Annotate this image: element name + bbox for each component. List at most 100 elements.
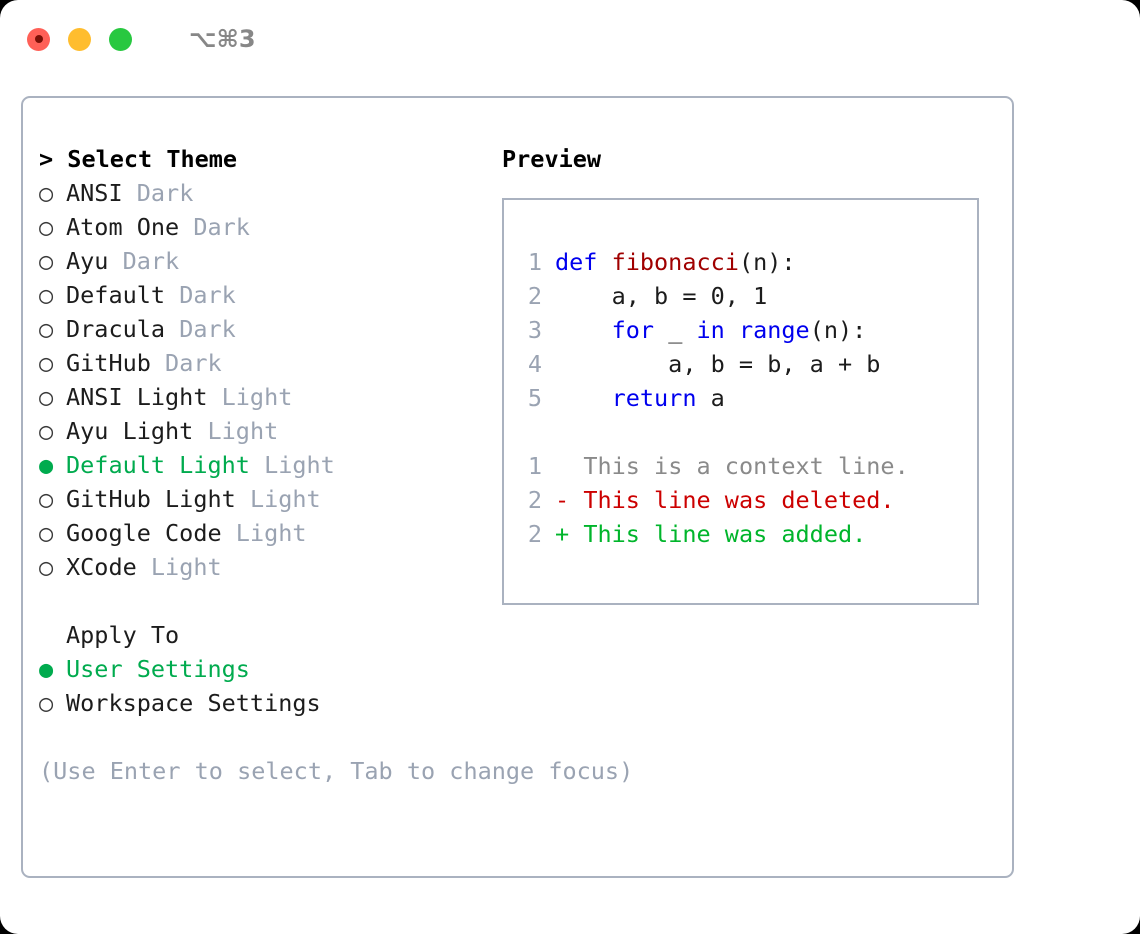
- radio-unselected-icon: ○: [39, 553, 54, 581]
- theme-list-item[interactable]: ○ANSI Dark: [39, 176, 489, 210]
- apply-to-label: User Settings: [66, 655, 250, 683]
- diff-sample: 1 This is a context line. 2- This line wa…: [516, 449, 977, 551]
- radio-unselected-icon: ○: [39, 519, 54, 547]
- close-button[interactable]: [27, 27, 50, 51]
- apply-to-item[interactable]: ●User Settings: [39, 652, 489, 686]
- theme-category-tag: Light: [221, 383, 293, 411]
- code-token: return: [611, 384, 697, 412]
- theme-category-tag: Light: [150, 553, 222, 581]
- theme-list-item[interactable]: ○ Default Dark: [39, 278, 489, 312]
- radio-unselected-icon: ○: [39, 315, 54, 343]
- code-sample: 1 def fibonacci(n): 2 a, b = 0, 1 3 for _ i…: [516, 245, 977, 415]
- radio-unselected-icon: ○: [39, 179, 54, 207]
- line-number: 2: [527, 282, 542, 310]
- diff-marker: -: [555, 486, 570, 514]
- radio-unselected-icon: ○: [39, 281, 54, 309]
- apply-to-item[interactable]: ○ Workspace Settings: [39, 686, 489, 720]
- theme-list-item[interactable]: ○Ayu Light Light: [39, 414, 489, 448]
- theme-list-item[interactable]: ○ Atom One Dark: [39, 210, 489, 244]
- radio-unselected-icon: ○: [39, 383, 54, 411]
- line-number: 1: [527, 248, 542, 276]
- theme-name: XCode: [66, 553, 137, 581]
- code-token: [555, 316, 612, 344]
- theme-name-gap: [151, 349, 165, 377]
- code-line: 1 def fibonacci(n):: [516, 245, 977, 279]
- diff-text: This line was deleted.: [583, 486, 895, 514]
- minimize-button[interactable]: [68, 27, 91, 51]
- radio-unselected-icon: ○: [39, 247, 54, 275]
- radio-unselected-icon: ○: [39, 485, 54, 513]
- theme-name-gap: [222, 519, 236, 547]
- theme-name: Dracula: [66, 315, 166, 343]
- theme-list-item[interactable]: ○ Ayu Dark: [39, 244, 489, 278]
- theme-name-gap: [236, 485, 250, 513]
- code-line: 3 for _ in range(n):: [516, 313, 977, 347]
- theme-name-gap: [108, 247, 122, 275]
- code-line: 5 return a: [516, 381, 977, 415]
- theme-list-item[interactable]: ○GitHub Light Light: [39, 482, 489, 516]
- apply-to-header-label: Apply To: [66, 621, 180, 649]
- diff-marker-gap: [569, 452, 583, 480]
- theme-list-item[interactable]: ○GitHub Dark: [39, 346, 489, 380]
- keyboard-hint: (Use Enter to select, Tab to change focu…: [39, 757, 634, 785]
- theme-list-item[interactable]: ○ XCode Light: [39, 550, 489, 584]
- theme-name-gap: [137, 553, 151, 581]
- theme-list-item[interactable]: ○Google Code Light: [39, 516, 489, 550]
- close-icon: [34, 35, 43, 43]
- theme-name-gap: [250, 451, 264, 479]
- theme-name: Ayu Light: [66, 417, 194, 445]
- apply-to-list: ●User Settings ○ Workspace Settings: [39, 652, 489, 720]
- radio-unselected-icon: ○: [39, 213, 54, 241]
- line-number: 2: [527, 486, 542, 514]
- theme-category-tag: Dark: [179, 281, 236, 309]
- code-token: for: [611, 316, 655, 344]
- theme-list-item[interactable]: ○ANSI Light Light: [39, 380, 489, 414]
- preview-box: 1 def fibonacci(n): 2 a, b = 0, 1 3 for _ i…: [502, 198, 979, 605]
- theme-name: Default Light: [66, 451, 250, 479]
- diff-marker-gap: [569, 486, 583, 514]
- theme-category-tag: Light: [249, 485, 321, 513]
- title-bar: ⌥⌘3: [0, 0, 1140, 78]
- code-token: def: [555, 248, 612, 276]
- code-token: a: [696, 384, 725, 412]
- diff-marker: [555, 452, 569, 480]
- preview-title: Preview: [502, 145, 602, 173]
- apply-to-label: Workspace Settings: [66, 689, 321, 717]
- theme-name: Ayu: [66, 247, 109, 275]
- line-number: 5: [527, 384, 542, 412]
- theme-name: Default: [66, 281, 166, 309]
- code-token: fibonacci: [611, 248, 739, 276]
- theme-name-gap: [165, 281, 179, 309]
- theme-category-tag: Dark: [193, 213, 250, 241]
- theme-name: Google Code: [66, 519, 222, 547]
- line-number: 2: [527, 520, 542, 548]
- theme-category-tag: Dark: [179, 315, 236, 343]
- code-token: range: [738, 316, 810, 344]
- radio-selected-icon: ●: [39, 451, 54, 479]
- code-token: (n):: [738, 248, 796, 276]
- theme-list-item[interactable]: ○ Dracula Dark: [39, 312, 489, 346]
- theme-name-gap: [193, 417, 207, 445]
- zoom-button[interactable]: [109, 27, 132, 51]
- code-diff-gap: [516, 415, 977, 449]
- preview-column: Preview 1 def fibonacci(n): 2 a, b = 0, 1 3…: [502, 142, 997, 605]
- theme-name-gap: [165, 315, 179, 343]
- theme-picker-panel: > Select Theme ○ANSI Dark○Atom One Dark○…: [21, 96, 1014, 878]
- list-spacer: [39, 584, 489, 618]
- theme-list-column: > Select Theme ○ANSI Dark○Atom One Dark○…: [39, 142, 634, 788]
- code-token: a, b = 0, 1: [555, 282, 768, 310]
- code-token: _: [654, 316, 697, 344]
- theme-list-item[interactable]: ●Default Light Light: [39, 448, 489, 482]
- line-number: 4: [527, 350, 542, 378]
- diff-text: This line was added.: [583, 520, 867, 548]
- diff-text: This is a context line.: [583, 452, 909, 480]
- diff-marker-gap: [569, 520, 583, 548]
- theme-name-gap: [123, 179, 137, 207]
- radio-unselected-icon: ○: [39, 689, 54, 717]
- code-line: 4 a, b = b, a + b: [516, 347, 977, 381]
- theme-name: Atom One: [66, 213, 180, 241]
- theme-category-tag: Dark: [136, 179, 194, 207]
- line-number: 1: [527, 452, 542, 480]
- theme-category-tag: Dark: [122, 247, 180, 275]
